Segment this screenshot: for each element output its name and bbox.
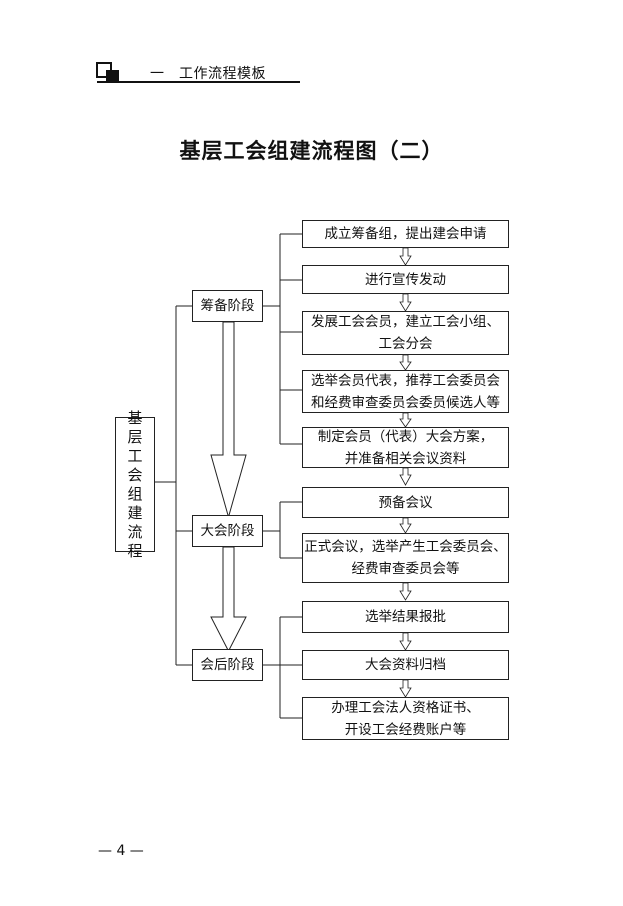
stage-label: 会后阶段 — [200, 657, 255, 673]
root-char: 层 — [127, 427, 143, 446]
step-box: 成立筹备组，提出建会申请 — [302, 220, 509, 248]
step-text: 大会资料归档 — [365, 657, 446, 673]
stage-arrow-1 — [210, 321, 247, 519]
step-arrow-2 — [399, 293, 412, 312]
stage-box-post-congress: 会后阶段 — [192, 649, 263, 681]
root-char: 流 — [127, 522, 143, 541]
step-arrow-1 — [399, 247, 412, 266]
stage-label: 大会阶段 — [200, 523, 255, 539]
header-section-label: 一 工作流程模板 — [150, 66, 266, 82]
step-box: 正式会议，选举产生工会委员会、 经费审查委员会等 — [302, 533, 509, 583]
step-arrow-4 — [399, 412, 412, 428]
step-arrow-6 — [399, 517, 412, 534]
step-text: 进行宣传发动 — [365, 271, 446, 288]
root-char: 程 — [127, 541, 143, 560]
stage-label: 筹备阶段 — [200, 298, 255, 314]
stage-box-preparation: 筹备阶段 — [192, 290, 263, 322]
step-text: 成立筹备组，提出建会申请 — [324, 226, 487, 242]
step-box: 办理工会法人资格证书、 开设工会经费账户等 — [302, 697, 509, 740]
step-box: 发展工会会员，建立工会小组、 工会分会 — [302, 311, 509, 355]
step-text: 办理工会法人资格证书、 — [331, 699, 480, 716]
root-box: 基 层 工 会 组 建 流 程 — [115, 409, 155, 560]
step-box: 制定会员（代表）大会方案， 并准备相关会议资料 — [302, 427, 509, 468]
step-arrow-9 — [399, 679, 412, 698]
root-char: 工 — [127, 446, 143, 465]
step-text: 正式会议，选举产生工会委员会、 — [304, 539, 507, 555]
header-square-filled — [106, 70, 119, 83]
root-char: 会 — [127, 465, 143, 484]
step-arrow-8 — [399, 632, 412, 651]
step-text: 选举会员代表，推荐工会委员会 — [311, 372, 500, 389]
step-text: 开设工会经费账户等 — [344, 721, 467, 738]
step-text: 制定会员（代表）大会方案， — [317, 428, 494, 445]
step-text: 和经费审查委员会委员候选人等 — [311, 394, 500, 411]
step-box: 选举会员代表，推荐工会委员会 和经费审查委员会委员候选人等 — [302, 370, 509, 413]
root-char: 组 — [127, 484, 143, 503]
stage-arrow-2 — [210, 546, 247, 653]
step-text: 并准备相关会议资料 — [344, 450, 467, 467]
step-box: 进行宣传发动 — [302, 265, 509, 294]
step-text: 选举结果报批 — [365, 609, 446, 625]
step-arrow-3 — [399, 354, 412, 371]
root-char: 建 — [127, 503, 143, 522]
step-text: 预备会议 — [378, 494, 433, 511]
root-char: 基 — [127, 408, 143, 427]
step-text: 经费审查委员会等 — [351, 561, 460, 577]
step-box: 预备会议 — [302, 487, 509, 518]
step-arrow-7 — [399, 582, 412, 601]
step-text: 工会分会 — [378, 336, 433, 352]
step-box: 大会资料归档 — [302, 650, 509, 680]
step-arrow-5 — [399, 467, 412, 486]
step-box: 选举结果报批 — [302, 601, 509, 633]
step-text: 发展工会会员，建立工会小组、 — [311, 314, 500, 330]
stage-box-congress: 大会阶段 — [192, 515, 263, 547]
page-number: — 4 — — [98, 843, 144, 859]
page-title: 基层工会组建流程图（二） — [179, 138, 444, 163]
